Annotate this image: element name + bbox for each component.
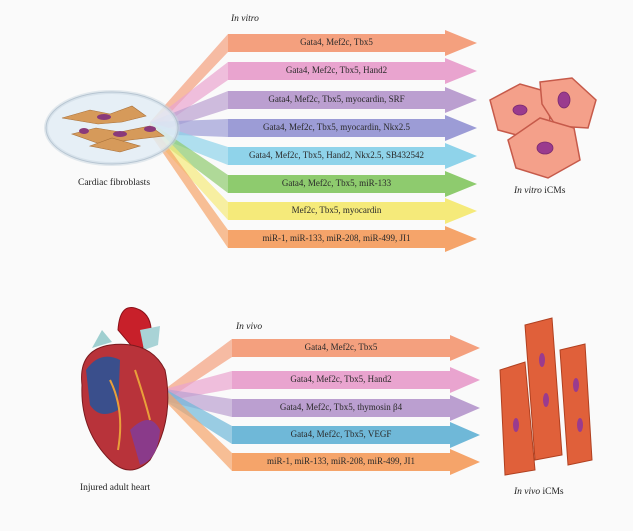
arrow-label: Gata4, Mef2c, Tbx5 bbox=[300, 37, 373, 47]
arrow bbox=[232, 449, 480, 475]
arrow bbox=[228, 87, 477, 113]
arrow-label: Gata4, Mef2c, Tbx5, thymosin β4 bbox=[279, 402, 403, 412]
in-vitro-heading: In vitro bbox=[231, 14, 259, 24]
arrow-label: miR-1, miR-133, miR-208, miR-499, JI1 bbox=[262, 233, 411, 243]
in-vitro-icms-label: In vitro iCMs bbox=[514, 186, 565, 196]
arrow-label: Gata4, Mef2c, Tbx5, miR-133 bbox=[281, 178, 392, 188]
arrow bbox=[232, 422, 480, 448]
label-italic: In vitro bbox=[514, 186, 542, 196]
arrow bbox=[228, 115, 477, 141]
arrow bbox=[232, 395, 480, 421]
label-italic: In vivo bbox=[514, 487, 541, 497]
arrow-label: Gata4, Mef2c, Tbx5, Hand2, Nkx2.5, SB432… bbox=[248, 150, 425, 160]
arrow bbox=[228, 198, 477, 224]
injured-heart bbox=[81, 307, 169, 471]
arrow-tail bbox=[165, 389, 232, 471]
label-rest: iCMs bbox=[541, 186, 566, 196]
in-vivo-icms-label: In vivo iCMs bbox=[514, 487, 564, 497]
arrow-label: Gata4, Mef2c, Tbx5, myocardin, SRF bbox=[268, 94, 405, 104]
arrow bbox=[228, 226, 477, 252]
arrow-label: Gata4, Mef2c, Tbx5, Hand2 bbox=[285, 65, 388, 75]
arrow-label: Gata4, Mef2c, Tbx5, myocardin, Nkx2.5 bbox=[262, 122, 411, 132]
arrow-tail bbox=[165, 389, 232, 417]
arrow bbox=[228, 143, 477, 169]
arrow bbox=[232, 335, 480, 361]
in-vitro-icm-cells bbox=[489, 77, 597, 179]
arrow-label: Gata4, Mef2c, Tbx5 bbox=[304, 342, 378, 352]
arrow bbox=[228, 30, 477, 56]
arrow-label: Mef2c, Tbx5, myocardin bbox=[291, 205, 382, 215]
cardiac-fibroblasts-label: Cardiac fibroblasts bbox=[78, 178, 151, 188]
arrow bbox=[232, 367, 480, 393]
arrow-label: miR-1, miR-133, miR-208, miR-499, JI1 bbox=[266, 456, 415, 466]
in-vivo-icm-cells bbox=[499, 317, 593, 476]
arrow bbox=[228, 58, 477, 84]
arrow bbox=[228, 171, 477, 197]
in-vivo-heading: In vivo bbox=[236, 322, 263, 332]
injured-heart-label: Injured adult heart bbox=[80, 483, 151, 493]
arrow-label: Gata4, Mef2c, Tbx5, Hand2 bbox=[290, 374, 392, 384]
cardiac-fibroblasts-dish bbox=[44, 90, 180, 166]
label-rest: iCMs bbox=[540, 487, 564, 497]
arrow-tail bbox=[165, 389, 232, 444]
arrow-label: Gata4, Mef2c, Tbx5, VEGF bbox=[290, 429, 392, 439]
arrow-tail bbox=[150, 122, 228, 248]
